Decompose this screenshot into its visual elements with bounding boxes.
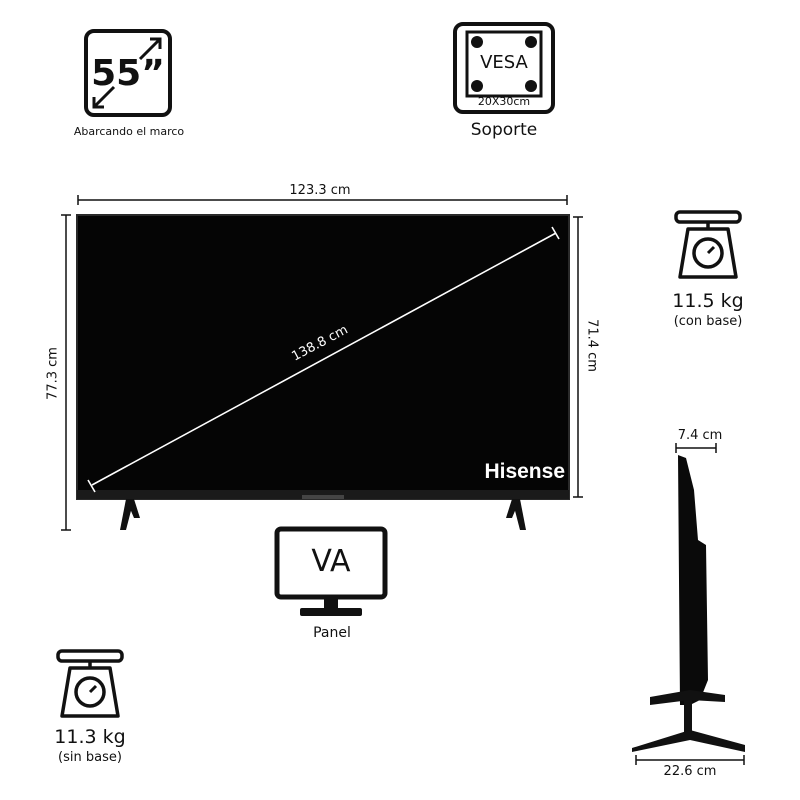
panel-caption: Panel: [313, 625, 351, 641]
vesa-size: 20X30cm: [477, 95, 531, 108]
screen-size-caption: Abarcando el marco: [73, 125, 185, 138]
screen-size-value: 55”: [91, 53, 165, 94]
screen-size-icon: 55”: [84, 29, 172, 117]
vesa-caption: Soporte: [470, 120, 538, 140]
side-depth-base-label: 22.6 cm: [663, 764, 717, 779]
weight-without-base-note: (sin base): [58, 750, 122, 765]
vesa-icon: VESA 20X30cm: [453, 22, 555, 114]
panel-type: VA: [311, 544, 351, 579]
scale-icon-2: [56, 648, 124, 720]
brand-logo: Hisense: [484, 460, 565, 483]
vesa-word: VESA: [480, 52, 528, 73]
side-depth-top-label: 7.4 cm: [677, 428, 723, 443]
weight-with-base-value: 11.5 kg: [672, 290, 744, 312]
tv-width-label: 123.3 cm: [289, 183, 351, 198]
monitor-icon: VA: [274, 526, 388, 618]
weight-without-base-value: 11.3 kg: [54, 726, 126, 748]
weight-with-base-note: (con base): [673, 314, 743, 329]
scale-icon: [674, 209, 742, 281]
